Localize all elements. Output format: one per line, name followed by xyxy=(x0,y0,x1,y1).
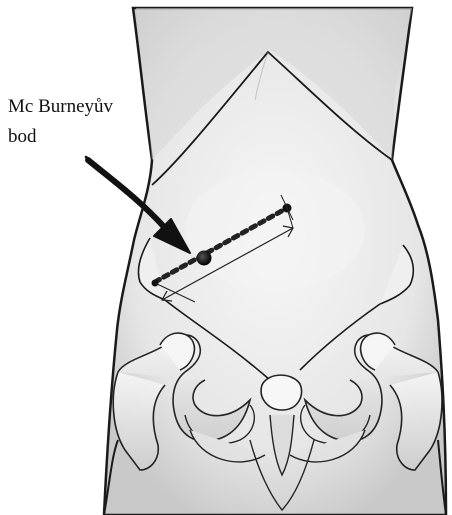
annotation-line-2: bod xyxy=(8,126,37,148)
mcburney-point xyxy=(197,251,212,266)
annotation-line-1: Mc Burneyův xyxy=(8,96,113,118)
